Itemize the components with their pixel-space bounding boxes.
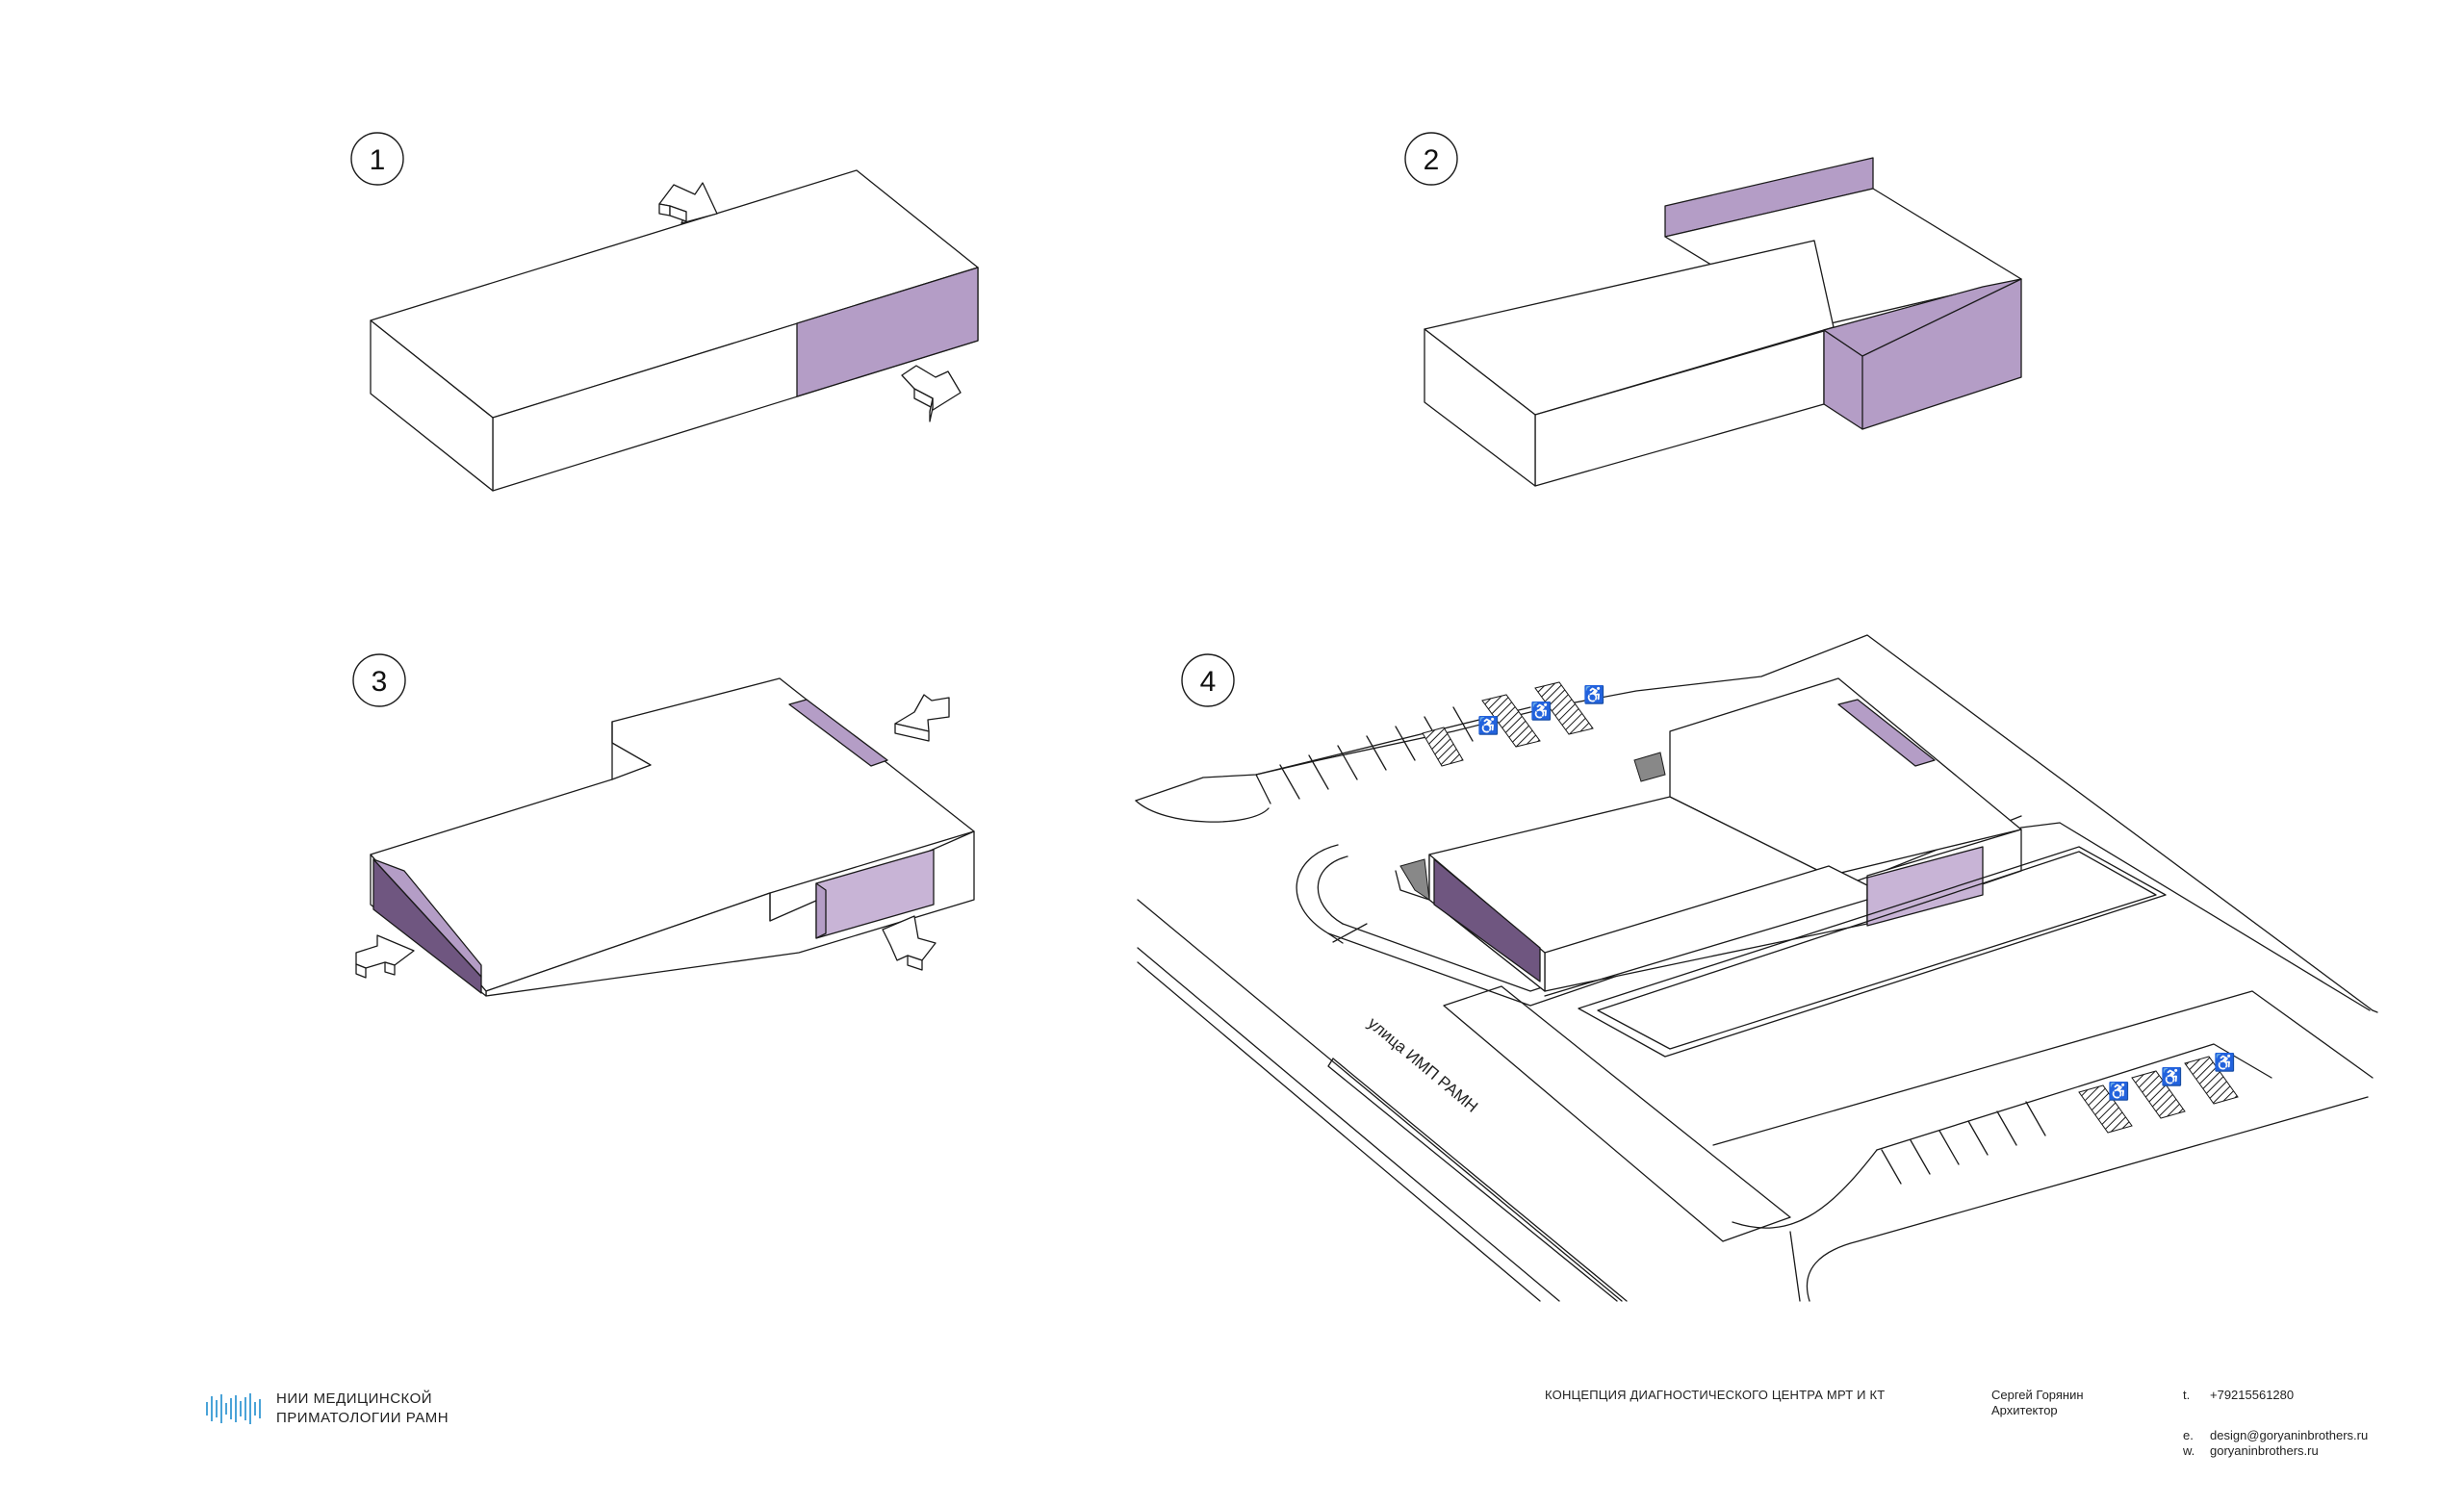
institute-name-line2: ПРИМАТОЛОГИИ РАМН [276,1410,449,1426]
phone-value: +79215561280 [2210,1388,2295,1402]
phone-label: t. [2183,1388,2191,1402]
step-3-badge [352,653,406,707]
site-building-roof-strip [1837,699,1936,767]
author-name: Сергей Горянин [1991,1388,2084,1402]
footer: НИИ МЕДИЦИНСКОЙ ПРИМАТОЛОГИИ РАМН КОНЦЕП… [0,1376,2464,1492]
block-3-left-bay-inner [372,858,482,978]
wheelchair-icon: ♿ [2214,1052,2235,1072]
site-building-wing [1669,677,2022,877]
parking-bottom: ♿ ♿ ♿ [1732,1043,2272,1229]
step-1-badge [350,132,404,186]
block-1-left [370,319,494,492]
project-title: КОНЦЕПЦИЯ ДИАГНОСТИЧЕСКОГО ЦЕНТРА МРТ И … [1545,1388,1886,1402]
entry-arrow-icon [882,915,937,971]
logo-bars-icon [206,1392,261,1425]
step-4-number: 4 [1200,666,1217,698]
step-4-site-plan: 4 улица ИМП РАМН [1135,634,2378,1302]
diagram-sheet: 1 2 [350,132,2378,1302]
exit-arrow-icon [901,365,962,422]
email-label: e. [2183,1428,2194,1442]
entry-arrow-icon [894,694,950,742]
wheelchair-icon: ♿ [1477,715,1499,735]
institute-name: НИИ МЕДИЦИНСКОЙ ПРИМАТОЛОГИИ РАМН [276,1390,449,1428]
wheelchair-icon: ♿ [1530,701,1552,721]
site-shadow [1399,858,1430,902]
step-4-badge [1181,653,1235,707]
wheelchair-icon: ♿ [2108,1081,2129,1101]
lawn-strip [1443,985,1791,1242]
step-2-number: 2 [1424,144,1440,176]
site-building-bay-left [1433,858,1541,982]
institute-logo: НИИ МЕДИЦИНСКОЙ ПРИМАТОЛОГИИ РАМН [206,1390,449,1428]
lawn-rect [1578,846,2167,1058]
street-edge [1137,899,1623,1302]
wheelchair-icon: ♿ [2161,1066,2182,1086]
entry-arrow-icon [355,934,415,979]
step-2-diagram: 2 [1404,132,2022,487]
accessible-parking-top: ♿ ♿ ♿ [1422,681,1604,767]
step-2-badge [1404,132,1458,186]
email-link[interactable]: design@goryaninbrothers.ru [2210,1428,2369,1442]
institute-name-line1: НИИ МЕДИЦИНСКОЙ [276,1390,433,1407]
street-label: улица ИМП РАМН [1364,1014,1481,1116]
block-3-right-bay-side [815,882,827,939]
web-label: w. [2183,1443,2195,1458]
contacts-block: t. +79215561280 e. design@goryaninbrothe… [2183,1388,2368,1459]
block-3-roof-strip [788,699,888,767]
author-role: Архитектор [1991,1403,2058,1417]
block-2-cube-top [1823,278,2022,357]
entry-arrow-icon [658,182,718,224]
web-link[interactable]: goryaninbrothers.ru [2210,1443,2319,1458]
author-block: Сергей Горянин Архитектор [1991,1388,2084,1418]
step-3-diagram: 3 [352,653,975,997]
step-3-number: 3 [372,666,388,698]
block-1-accent-zone [796,267,979,397]
block-2-main-left [1424,328,1536,487]
wheelchair-icon: ♿ [1583,684,1604,704]
step-1-diagram: 1 [350,132,979,492]
step-1-number: 1 [370,144,386,176]
